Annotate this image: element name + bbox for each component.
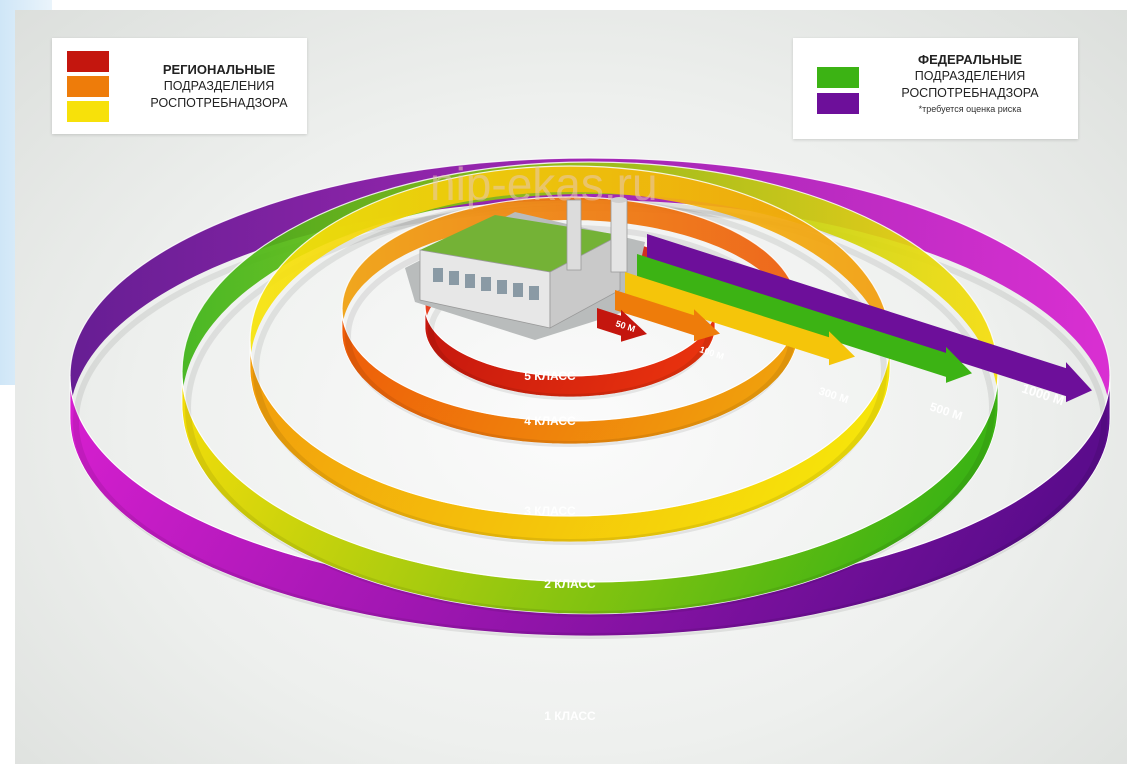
legend-swatch-green — [817, 67, 859, 88]
legend-swatch-yellow — [67, 101, 109, 122]
factory-side-wall — [549, 234, 621, 329]
factory-tower-top — [611, 197, 627, 203]
factory-window — [449, 271, 459, 285]
legend-federal-line2: ПОДРАЗДЕЛЕНИЯ — [914, 69, 1026, 83]
ring-label: 4 КЛАСС — [524, 414, 576, 428]
factory-window — [481, 277, 491, 291]
legend-swatch-red — [67, 51, 109, 72]
distance-arrow: 50 М — [597, 308, 647, 342]
factory-illustration — [405, 197, 645, 340]
distance-arrow-shape — [637, 254, 972, 383]
legend-federal-line3: РОСПОТРЕБНАДЗОРА — [901, 86, 1039, 100]
factory-window — [529, 286, 539, 300]
legend-regional: РЕГИОНАЛЬНЫЕ ПОДРАЗДЕЛЕНИЯ РОСПОТРЕБНАДЗ… — [52, 38, 307, 134]
factory-window — [465, 274, 475, 288]
ring-back-band — [342, 197, 798, 332]
distance-arrow-shape — [597, 308, 647, 342]
factory-window — [433, 268, 443, 282]
legend-regional-line2: ПОДРАЗДЕЛЕНИЯ — [163, 79, 275, 93]
distance-arrow-label: 100 М — [698, 344, 725, 361]
factory-chimney — [566, 199, 582, 271]
legend-regional-text: РЕГИОНАЛЬНЫЕ ПОДРАЗДЕЛЕНИЯ РОСПОТРЕБНАДЗ… — [134, 61, 304, 112]
legend-federal-note: *требуется оценка риска — [918, 104, 1022, 114]
ring-label: 5 КЛАСС — [524, 369, 576, 383]
distance-arrow-shape — [647, 234, 1092, 403]
legend-regional-line3: РОСПОТРЕБНАДЗОРА — [150, 96, 288, 110]
distance-arrow-label: 300 М — [817, 385, 850, 406]
ring-label: 2 КЛАСС — [544, 577, 596, 591]
legend-federal-text: ФЕДЕРАЛЬНЫЕ ПОДРАЗДЕЛЕНИЯ РОСПОТРЕБНАДЗО… — [875, 51, 1065, 116]
ring-label: 3 КЛАСС — [524, 504, 576, 518]
factory-tower — [610, 199, 628, 273]
distance-arrow-label: 500 М — [928, 400, 964, 424]
legend-federal-title: ФЕДЕРАЛЬНЫЕ — [917, 52, 1023, 67]
distance-arrow-shape — [615, 290, 720, 342]
legend-swatch-orange — [67, 76, 109, 97]
factory-window — [497, 280, 507, 294]
factory-window — [513, 283, 523, 297]
legend-regional-title: РЕГИОНАЛЬНЫЕ — [162, 62, 276, 77]
legend-federal: ФЕДЕРАЛЬНЫЕ ПОДРАЗДЕЛЕНИЯ РОСПОТРЕБНАДЗО… — [793, 38, 1078, 139]
distance-arrow-shape — [625, 272, 855, 366]
ring-label: 1 КЛАСС — [544, 709, 596, 723]
legend-swatch-purple — [817, 93, 859, 114]
